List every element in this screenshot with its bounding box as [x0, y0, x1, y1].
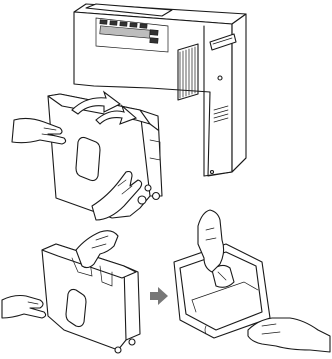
tank-emptying-tilted [174, 210, 330, 352]
tank-window [76, 138, 100, 181]
tank-window [66, 290, 86, 327]
tank-held-front-view [2, 231, 140, 353]
tank-wheel [138, 196, 146, 204]
arrow-right-icon [150, 287, 168, 305]
hand-left [2, 296, 46, 319]
hand-right [248, 318, 330, 352]
